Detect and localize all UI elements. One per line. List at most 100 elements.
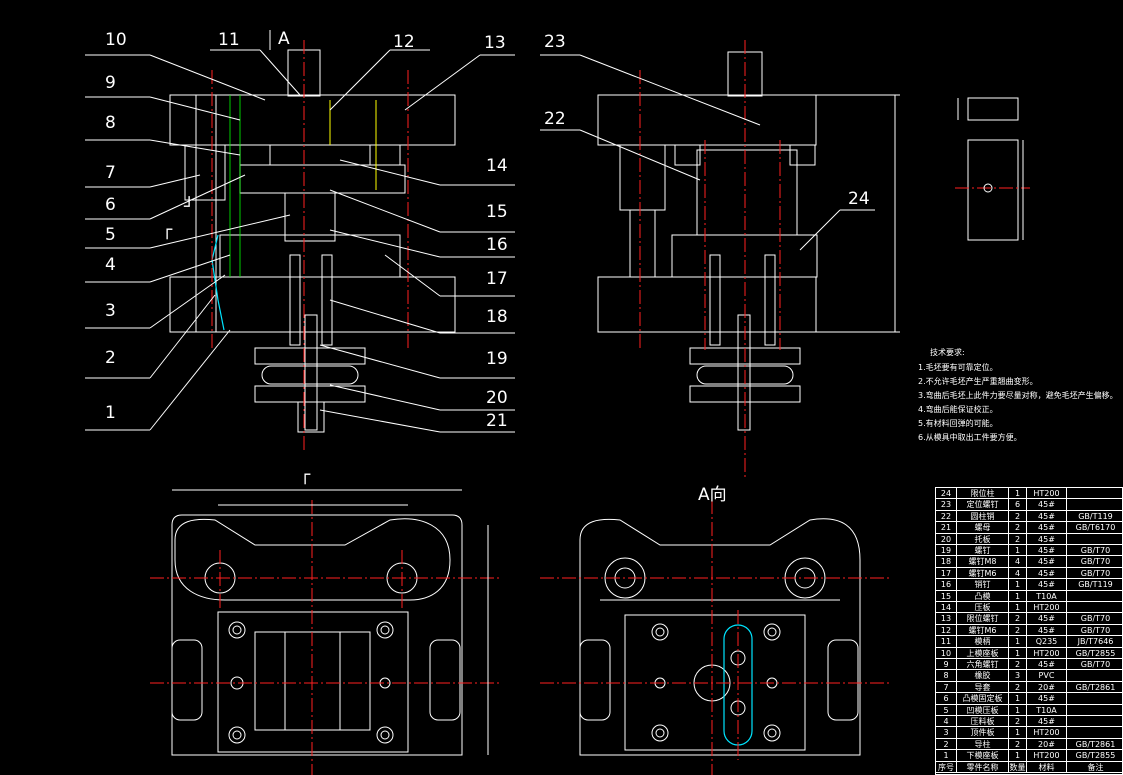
bom-cell-mat: 20# [1026,681,1066,693]
bom-cell-qty: 2 [1008,681,1026,693]
bom-cell-no: 23 [940,500,952,510]
callout-10: 10 [105,30,127,50]
bom-cell-qty: 1 [1008,693,1026,704]
bom-cell-qty: 2 [1008,522,1026,533]
callout-18: 18 [486,307,508,327]
notes-title: 技术要求: [930,347,965,357]
bom-cell-mat: T10A [1026,590,1066,601]
bom-cell-no: 14 [940,603,952,612]
bom-cell-qty: 6 [1008,499,1026,510]
bom-cell-qty: 1 [1008,590,1026,601]
bom-cell-std: 备注 [1066,761,1123,772]
callout-17: 17 [486,269,508,289]
bom-cell-qty: 2 [1008,659,1026,670]
bom-cell-no: 1 [943,751,949,761]
bom-cell-qty: 1 [1008,647,1026,658]
bom-cell-std: GB/T70 [1066,567,1123,579]
bom-cell-mat: 45# [1026,556,1066,567]
bom-cell-name: 限位螺钉 [956,613,1008,624]
bom-cell-no: 16 [940,580,952,590]
bom-cell-name: 导柱 [956,738,1008,750]
bom-header-row: 序号零件名称数量材料备注 [936,761,1123,773]
bom-cell-qty: 1 [1008,636,1026,647]
callout-leaders-right [319,49,515,433]
bom-cell-mat: 45# [1026,613,1066,624]
bom-cell-std: JB/T7646 [1066,636,1123,647]
callout-12: 12 [393,32,415,52]
callout-5: 5 [105,225,116,245]
bom-cell-mat: 45# [1026,533,1066,544]
bom-cell-qty: 4 [1008,556,1026,567]
bom-cell-mat: 45# [1026,693,1066,704]
bom-cell-no: 22 [940,511,952,521]
bom-cell-no: 3 [943,728,949,738]
bom-cell-mat: HT200 [1026,727,1066,738]
side-callout-leaders [540,54,875,251]
bom-cell-mat: 45# [1026,716,1066,727]
bom-cell-qty: 1 [1008,545,1026,556]
callout-2: 2 [105,348,116,368]
upper-plan-view-a [540,500,890,775]
bom-cell-mat: 45# [1026,567,1066,579]
bom-cell-mat: PVC [1026,670,1066,681]
bom-cell-std [1066,727,1123,738]
bom-cell-no: 序号 [938,762,954,772]
callout-16: 16 [486,235,508,255]
bom-cell-name: 六角螺钉 [956,659,1008,670]
bom-cell-std [1066,693,1123,704]
bom-cell-mat: Q235 [1026,636,1066,647]
bom-cell-std [1066,533,1123,544]
bom-cell-name: 限位柱 [956,488,1008,499]
callout-19: 19 [486,349,508,369]
bom-cell-qty: 1 [1008,579,1026,590]
bom-cell-mat: HT200 [1026,750,1066,761]
callout-6: 6 [105,195,116,215]
bom-cell-std: GB/T70 [1066,659,1123,670]
callout-1: 1 [105,403,116,423]
bom-cell-no: 2 [943,739,949,749]
bom-cell-std: GB/T70 [1066,545,1123,556]
bom-cell-qty: 2 [1008,716,1026,727]
bom-cell-std: GB/T70 [1066,613,1123,624]
bom-cell-no: 10 [940,648,952,658]
bom-cell-name: 托板 [956,533,1008,544]
bom-cell-name: 压板 [956,602,1008,613]
bom-cell-no: 8 [943,671,949,681]
bom-cell-name: 螺钉M6 [956,567,1008,579]
note-2: 2.不允许毛坯产生严重翘曲变形。 [918,376,1038,386]
bom-cell-no: 20 [940,534,952,544]
bom-cell-no: 5 [943,705,949,715]
bom-cell-qty: 2 [1008,624,1026,636]
callout-15: 15 [486,202,508,222]
bom-cell-qty: 2 [1008,533,1026,544]
callout-leaders-left [85,49,301,431]
bom-cell-std [1066,488,1123,499]
note-5: 5.有材料回弹的可能。 [918,418,998,428]
bom-cell-std [1066,704,1123,715]
bom-cell-name: 顶件板 [956,727,1008,738]
bom-cell-std: GB/T70 [1066,624,1123,636]
bom-cell-mat: 45# [1026,522,1066,533]
bom-cell-std: GB/T2861 [1066,681,1123,693]
part-detail-view [955,97,1030,241]
bom-cell-mat: 45# [1026,545,1066,556]
bom-cell-name: 压料板 [956,716,1008,727]
bom-cell-no: 4 [943,717,949,726]
bom-cell-name: 导套 [956,681,1008,693]
note-4: 4.弯曲后能保证校正。 [918,404,998,414]
bom-cell-name: 圆柱销 [956,510,1008,522]
bom-cell-qty: 1 [1008,750,1026,761]
bom-cell-name: 凸模 [956,590,1008,601]
bom-cell-no: 7 [943,682,949,692]
